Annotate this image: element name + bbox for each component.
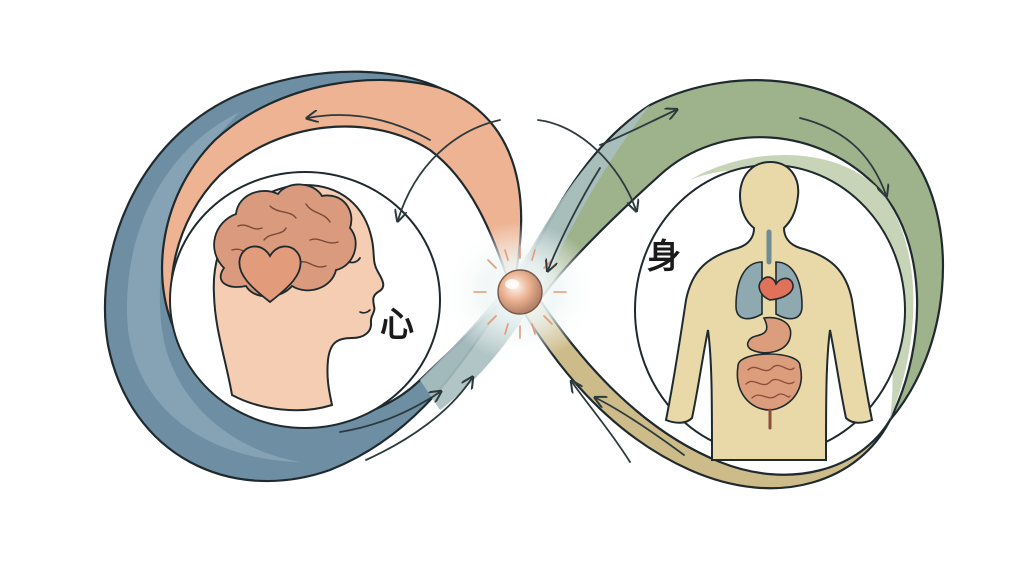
intestines-icon	[736, 353, 803, 430]
flow-arrow	[365, 378, 472, 461]
mind-loop-blue-highlight	[126, 112, 300, 462]
body-label: 身	[647, 237, 681, 277]
heart-icon	[238, 245, 302, 304]
human-body-icon	[664, 160, 874, 461]
sun-orb-icon	[473, 245, 567, 339]
body-loop-green-band	[510, 79, 944, 422]
flow-arrow	[596, 398, 685, 456]
body-silhouette	[664, 160, 874, 461]
mouth	[359, 309, 371, 314]
flow-arrow	[339, 392, 440, 433]
flow-arrow	[599, 110, 676, 146]
flow-arrow	[548, 167, 601, 270]
flow-arrow	[537, 119, 636, 210]
heart-organ-icon	[758, 276, 794, 301]
mind-label: 心	[380, 305, 414, 345]
flow-arrow	[398, 119, 501, 220]
flow-arrow-icon	[308, 110, 886, 463]
lungs-icon	[735, 261, 803, 320]
flow-arrow	[572, 382, 631, 463]
flow-arrow	[308, 115, 431, 141]
stomach-icon	[746, 316, 792, 354]
flow-arrow	[799, 117, 886, 195]
body-loop-tan-band	[510, 290, 892, 490]
